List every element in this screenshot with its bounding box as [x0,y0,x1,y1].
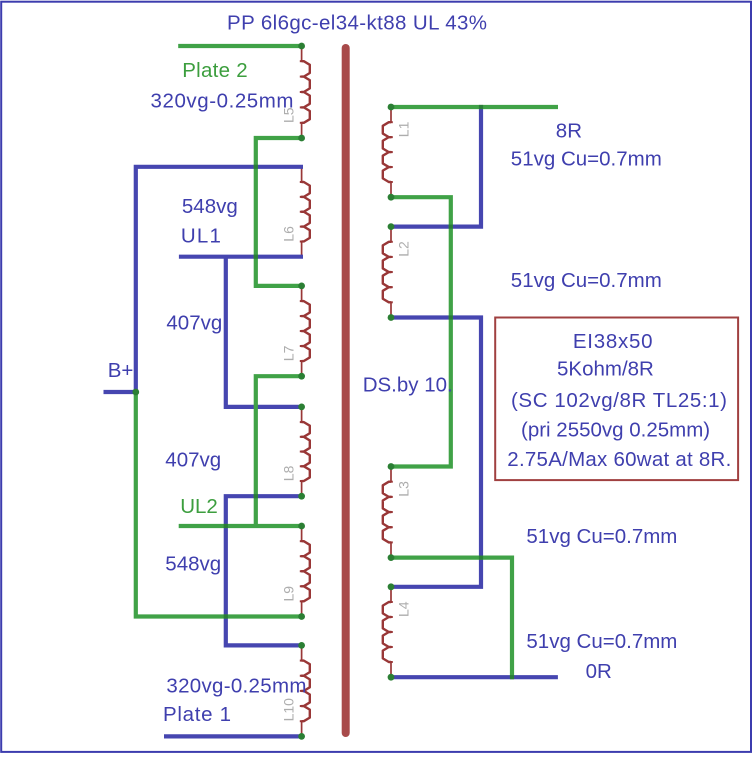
svg-text:L7: L7 [281,345,297,361]
svg-text:407vg: 407vg [165,449,221,472]
svg-text:320vg-0.25mm: 320vg-0.25mm [151,89,294,112]
svg-text:L6: L6 [281,226,297,242]
svg-text:(pri 2550vg 0.25mm): (pri 2550vg 0.25mm) [521,418,710,441]
svg-text:L2: L2 [396,241,412,257]
svg-text:DS.by 10.: DS.by 10. [363,374,453,397]
svg-text:51vg Cu=0.7mm: 51vg Cu=0.7mm [511,269,662,292]
svg-text:L4: L4 [396,601,412,617]
svg-text:UL2: UL2 [180,495,218,518]
svg-text:L10: L10 [281,698,297,722]
svg-text:(SC 102vg/8R TL25:1): (SC 102vg/8R TL25:1) [511,389,727,412]
svg-text:L5: L5 [281,107,297,123]
svg-text:51vg Cu=0.7mm: 51vg Cu=0.7mm [526,630,677,653]
svg-text:2.75A/Max 60wat at 8R.: 2.75A/Max 60wat at 8R. [507,448,731,471]
svg-text:548vg: 548vg [182,195,238,218]
svg-text:PP 6l6gc-el34-kt88 UL 43%: PP 6l6gc-el34-kt88 UL 43% [227,12,487,35]
svg-text:0R: 0R [586,660,612,683]
svg-text:51vg Cu=0.7mm: 51vg Cu=0.7mm [511,148,662,171]
svg-text:548vg: 548vg [165,553,221,576]
svg-text:L8: L8 [281,465,297,481]
svg-text:407vg: 407vg [166,311,222,334]
svg-text:Plate 1: Plate 1 [163,703,231,726]
svg-text:L3: L3 [396,481,412,497]
svg-text:51vg Cu=0.7mm: 51vg Cu=0.7mm [526,525,677,548]
svg-text:B+: B+ [108,359,134,382]
svg-text:L1: L1 [396,121,412,137]
svg-text:L9: L9 [281,586,297,602]
svg-text:Plate 2: Plate 2 [182,59,248,82]
svg-text:320vg-0.25mm: 320vg-0.25mm [166,674,306,697]
svg-text:5Kohm/8R: 5Kohm/8R [557,358,654,381]
svg-text:EI38x50: EI38x50 [573,330,653,353]
svg-text:UL1: UL1 [181,225,221,248]
svg-text:8R: 8R [556,120,582,143]
